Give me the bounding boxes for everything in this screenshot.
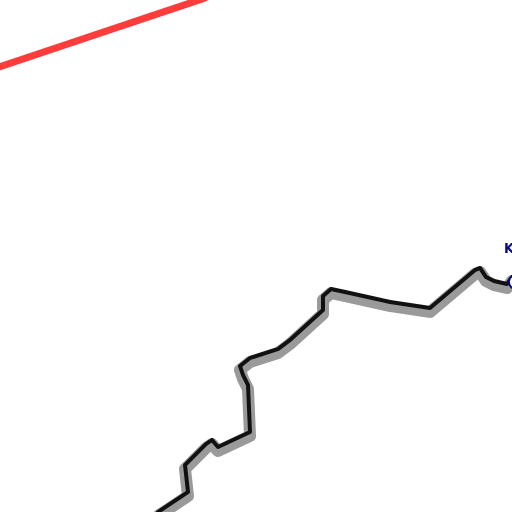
place-marker[interactable]: [508, 275, 512, 289]
road-line: [0, 0, 208, 71]
boundary-line: [156, 266, 512, 512]
place-label[interactable]: K: [504, 242, 512, 257]
boundary-casing: [153, 266, 512, 512]
